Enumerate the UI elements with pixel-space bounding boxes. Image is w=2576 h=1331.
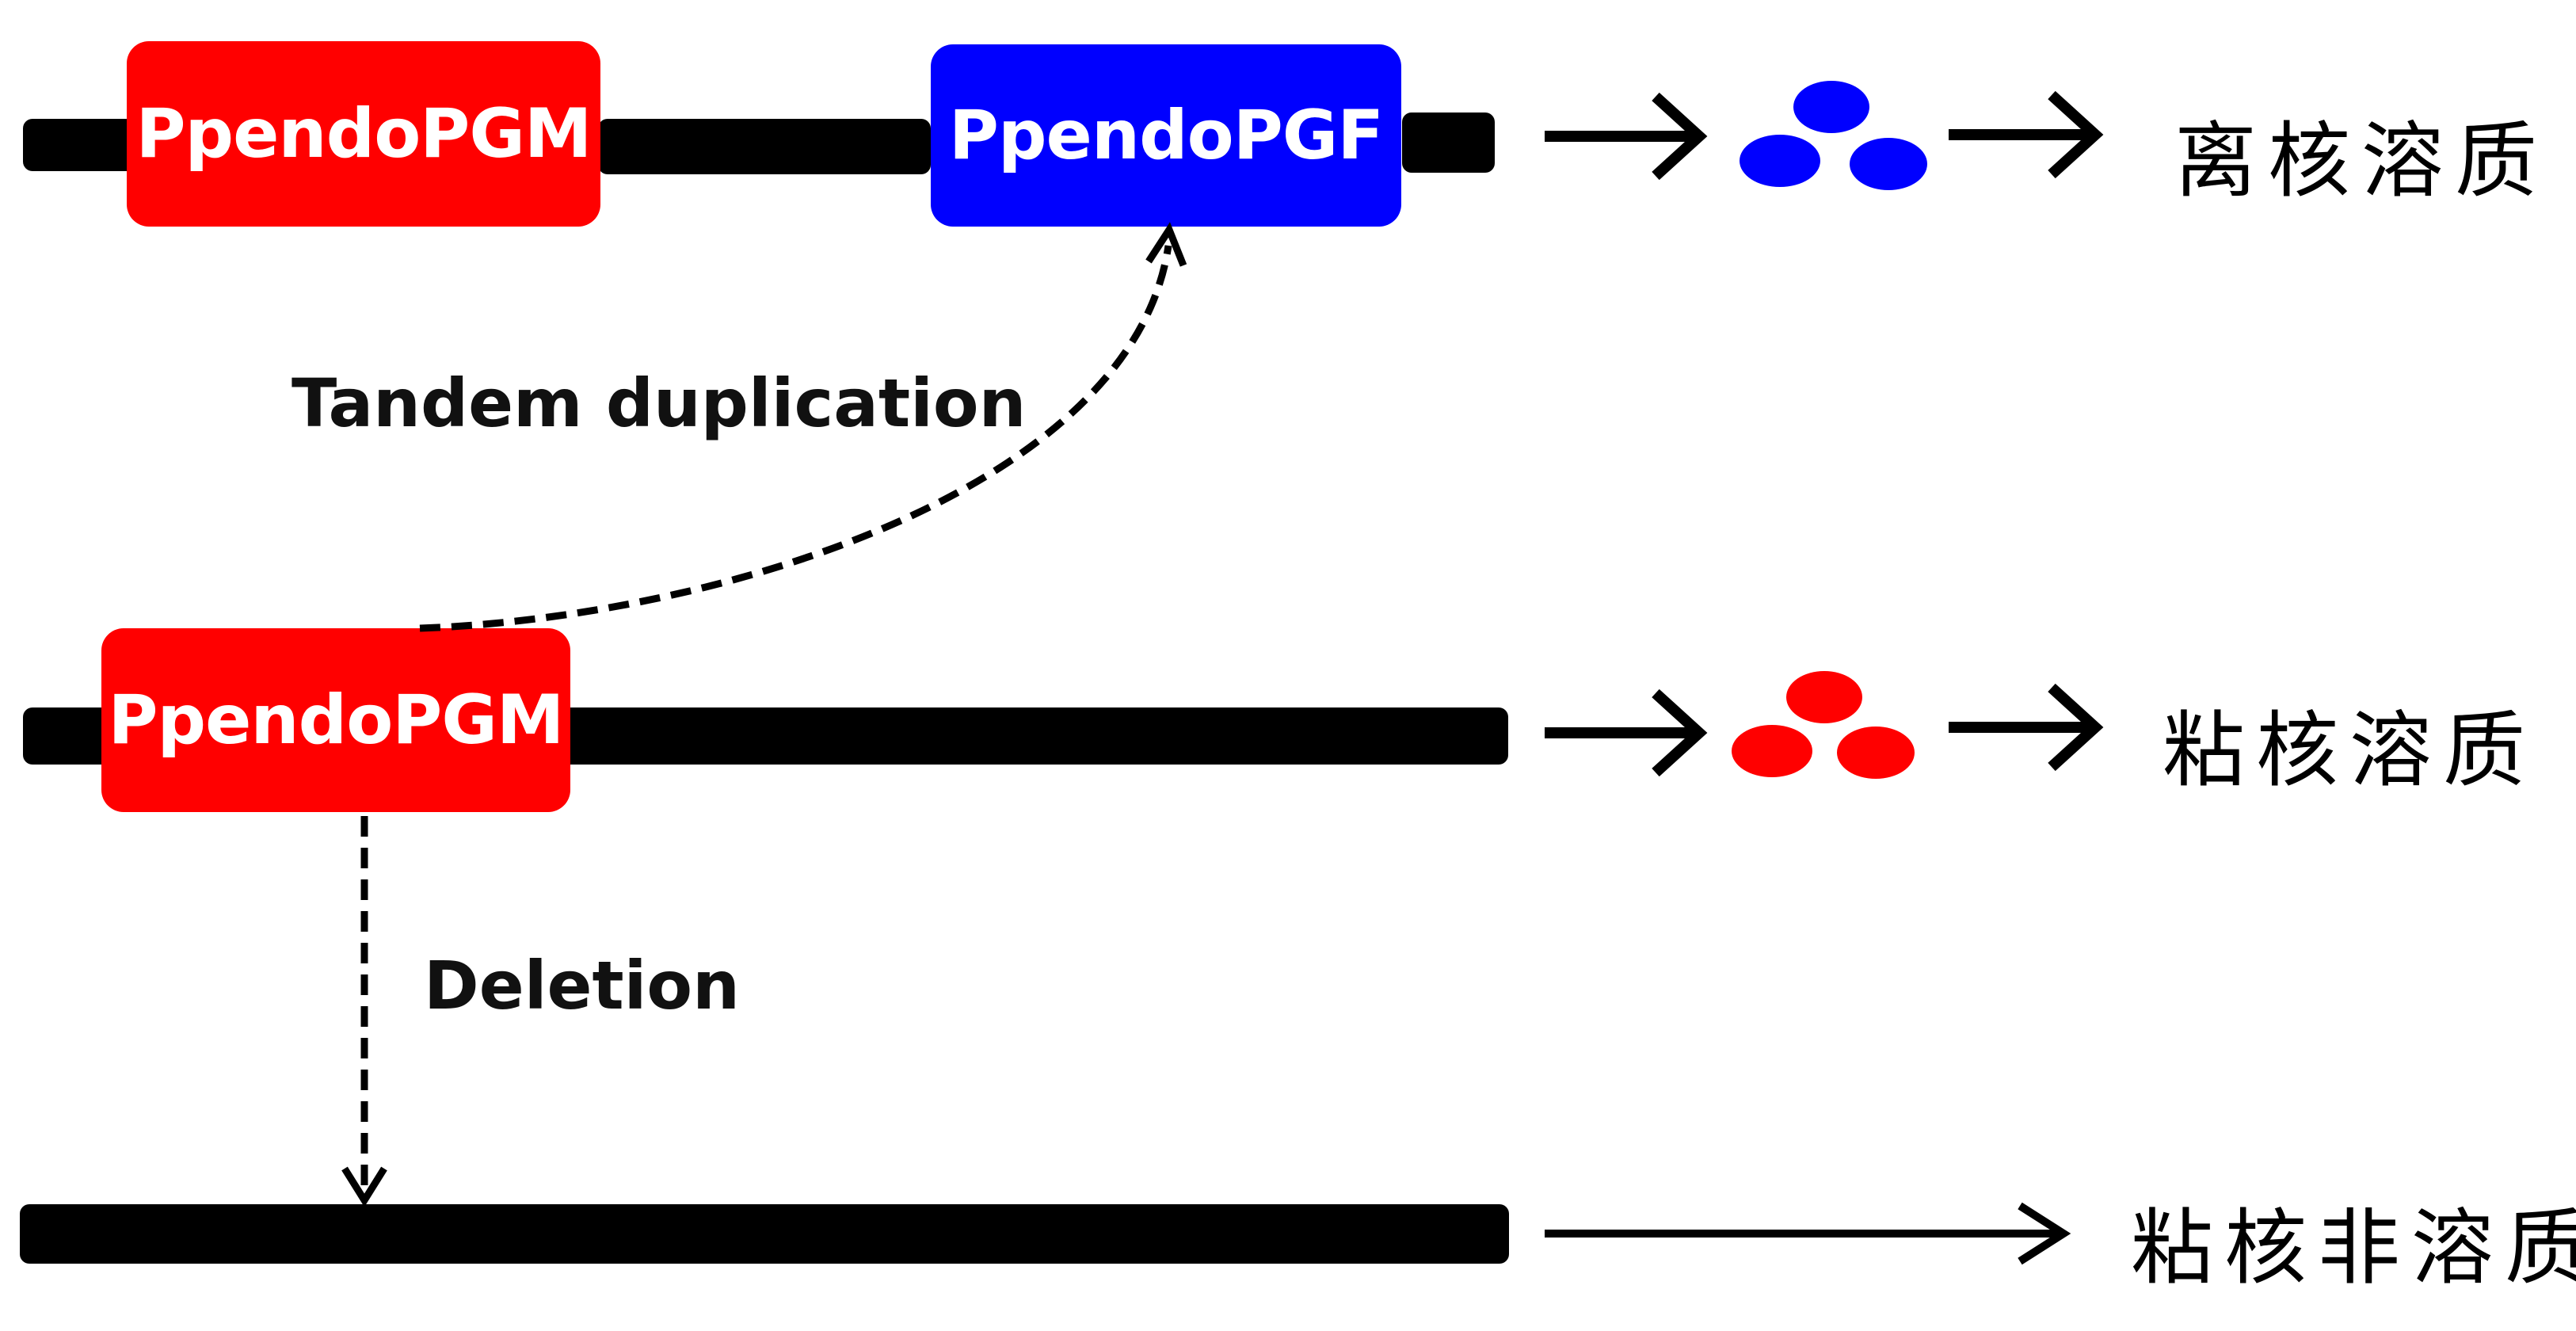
chromosome-row1-right-segment (1402, 113, 1495, 173)
granule (1732, 725, 1812, 777)
granule (1740, 135, 1820, 187)
arrow-row2-to-granules (1545, 688, 1708, 777)
gene-label: PpendoPGM (135, 94, 593, 174)
gene-ppendopgf-row1: PpendoPGF (931, 44, 1401, 227)
granules-row1 (1740, 81, 1927, 190)
phenotype-clingstone-melting: 粘核溶质 (2163, 702, 2537, 799)
arrow-row1-to-phenotype (1949, 90, 2104, 179)
arrow-row2-to-phenotype (1949, 683, 2104, 772)
deletion-arrow (341, 816, 387, 1207)
gene-ppendopgm-row1: PpendoPGM (127, 41, 600, 227)
tandem-duplication-arrow (419, 222, 1187, 632)
phenotype-freestone-melting: 离核溶质 (2174, 113, 2549, 209)
chromosome-row1-middle-segment (598, 119, 931, 174)
gene-ppendopgm-row2: PpendoPGM (101, 628, 570, 812)
chromosome-row3 (20, 1204, 1509, 1264)
granule (1850, 138, 1927, 190)
arrow-row1-to-granules (1545, 92, 1708, 181)
gene-label: PpendoPGM (108, 681, 565, 760)
granule (1793, 81, 1869, 133)
granule (1837, 727, 1915, 779)
gene-label: PpendoPGF (948, 96, 1384, 175)
chromosome-row1-left-segment (23, 119, 138, 171)
phenotype-clingstone-nonmelting: 粘核非溶质 (2131, 1199, 2576, 1296)
granules-row2 (1732, 671, 1915, 779)
deletion-label: Deletion (424, 947, 740, 1024)
tandem-duplication-label: Tandem duplication (292, 364, 1027, 442)
granule (1786, 671, 1862, 723)
arrow-row3-to-phenotype (1545, 1202, 2071, 1265)
